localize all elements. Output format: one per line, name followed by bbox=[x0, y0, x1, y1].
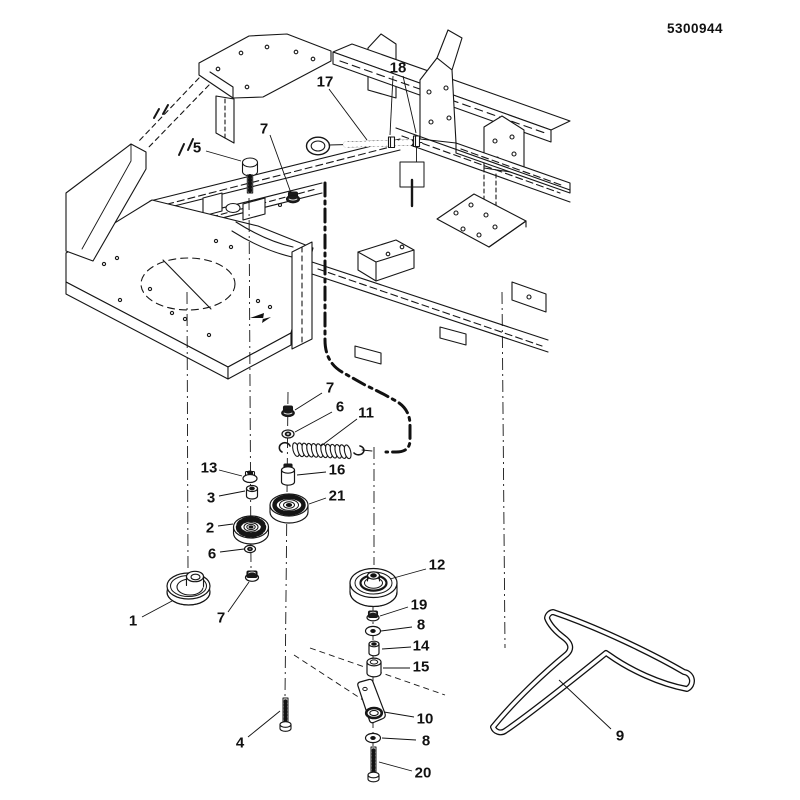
part-21-idler-pulley bbox=[269, 493, 309, 524]
leader-line bbox=[219, 548, 245, 553]
part-7-flange-nut-bottom bbox=[244, 570, 260, 582]
centerline-right bbox=[501, 291, 506, 649]
leader-line bbox=[227, 581, 250, 613]
callout-label-12: 12 bbox=[429, 557, 446, 574]
part-10-idler-arm bbox=[357, 678, 386, 724]
callout-label-17: 17 bbox=[317, 74, 334, 91]
part-6-washer-upper bbox=[281, 429, 295, 439]
callout-label-11: 11 bbox=[358, 405, 374, 422]
part-13-flange-nut bbox=[242, 470, 258, 484]
callout-label-14: 14 bbox=[413, 638, 430, 655]
leader-line bbox=[296, 471, 327, 476]
leader-line bbox=[383, 711, 415, 718]
callout-label-7: 7 bbox=[260, 121, 268, 138]
part-9-v-belt bbox=[490, 609, 695, 736]
leader-line bbox=[328, 88, 368, 141]
leader-line bbox=[294, 392, 323, 411]
leader-line bbox=[247, 710, 281, 738]
part-11-extension-spring bbox=[278, 441, 373, 460]
leader-line bbox=[389, 568, 427, 580]
callout-label-18: 18 bbox=[390, 60, 407, 77]
callout-label-10: 10 bbox=[417, 711, 434, 728]
part-18-square-nuts bbox=[387, 135, 425, 208]
part-3-spacer bbox=[245, 484, 259, 500]
callout-label-21: 21 bbox=[329, 488, 346, 505]
part-19-flange-nut bbox=[366, 610, 380, 622]
part-12-idler-pulley bbox=[349, 567, 398, 608]
part-2-ribbed-pulley bbox=[232, 515, 270, 545]
callout-label-19: 19 bbox=[411, 597, 428, 614]
part-7-flange-nut-mid bbox=[281, 405, 295, 418]
callout-label-9: 9 bbox=[616, 728, 624, 745]
part-1-pulley-cup bbox=[166, 570, 211, 606]
frame-assembly-drawing bbox=[65, 29, 571, 380]
part-7-flange-nut-frame bbox=[285, 191, 301, 204]
leader-line bbox=[217, 523, 234, 527]
leader-line bbox=[141, 600, 173, 618]
leader-line bbox=[205, 150, 242, 162]
callout-label-20: 20 bbox=[415, 765, 432, 782]
leader-line bbox=[378, 761, 413, 772]
callout-label-13: 13 bbox=[201, 460, 218, 477]
callout-label-15: 15 bbox=[413, 659, 430, 676]
drawing-number: 5300944 bbox=[667, 21, 723, 36]
leader-line bbox=[379, 606, 409, 617]
leader-line bbox=[294, 411, 333, 433]
leader-line bbox=[558, 679, 612, 730]
part-6-washer-lower bbox=[243, 544, 257, 554]
leader-line bbox=[381, 737, 417, 741]
callout-label-7: 7 bbox=[217, 610, 225, 627]
part-17-eye-bolt bbox=[305, 136, 423, 156]
part-4-bolt bbox=[279, 697, 292, 732]
part-16-spacer bbox=[280, 463, 296, 486]
leader-line bbox=[402, 75, 417, 134]
callout-label-1: 1 bbox=[129, 613, 137, 630]
leader-line bbox=[218, 469, 243, 477]
leader-line bbox=[389, 75, 394, 136]
callout-label-16: 16 bbox=[329, 462, 346, 479]
callout-label-8: 8 bbox=[422, 733, 430, 750]
centerline-pulley1 bbox=[186, 291, 189, 571]
leader-line bbox=[380, 626, 413, 632]
callout-label-6: 6 bbox=[208, 546, 216, 563]
callout-label-4: 4 bbox=[236, 735, 245, 752]
leader-line bbox=[308, 497, 327, 505]
fold-line-2 bbox=[293, 654, 364, 701]
centerline-pulley2-stack bbox=[248, 197, 252, 569]
part-15-bushing bbox=[366, 657, 382, 678]
callout-label-8: 8 bbox=[417, 617, 425, 634]
callout-label-3: 3 bbox=[207, 490, 215, 507]
part-8-washer-upper bbox=[364, 625, 382, 637]
part-5-hex-bolt bbox=[241, 157, 259, 194]
part-8-washer-lower bbox=[364, 732, 382, 744]
leader-line bbox=[320, 418, 358, 447]
callout-label-2: 2 bbox=[206, 520, 214, 537]
callout-label-7: 7 bbox=[326, 380, 334, 397]
leader-line bbox=[381, 646, 412, 650]
part-20-bolt bbox=[367, 746, 380, 783]
part-14-spacer bbox=[368, 640, 380, 657]
leader-line bbox=[218, 490, 246, 497]
leader-line bbox=[269, 134, 292, 194]
callout-label-6: 6 bbox=[336, 399, 344, 416]
cable-routing-line bbox=[323, 181, 412, 454]
callout-label-5: 5 bbox=[193, 140, 201, 157]
